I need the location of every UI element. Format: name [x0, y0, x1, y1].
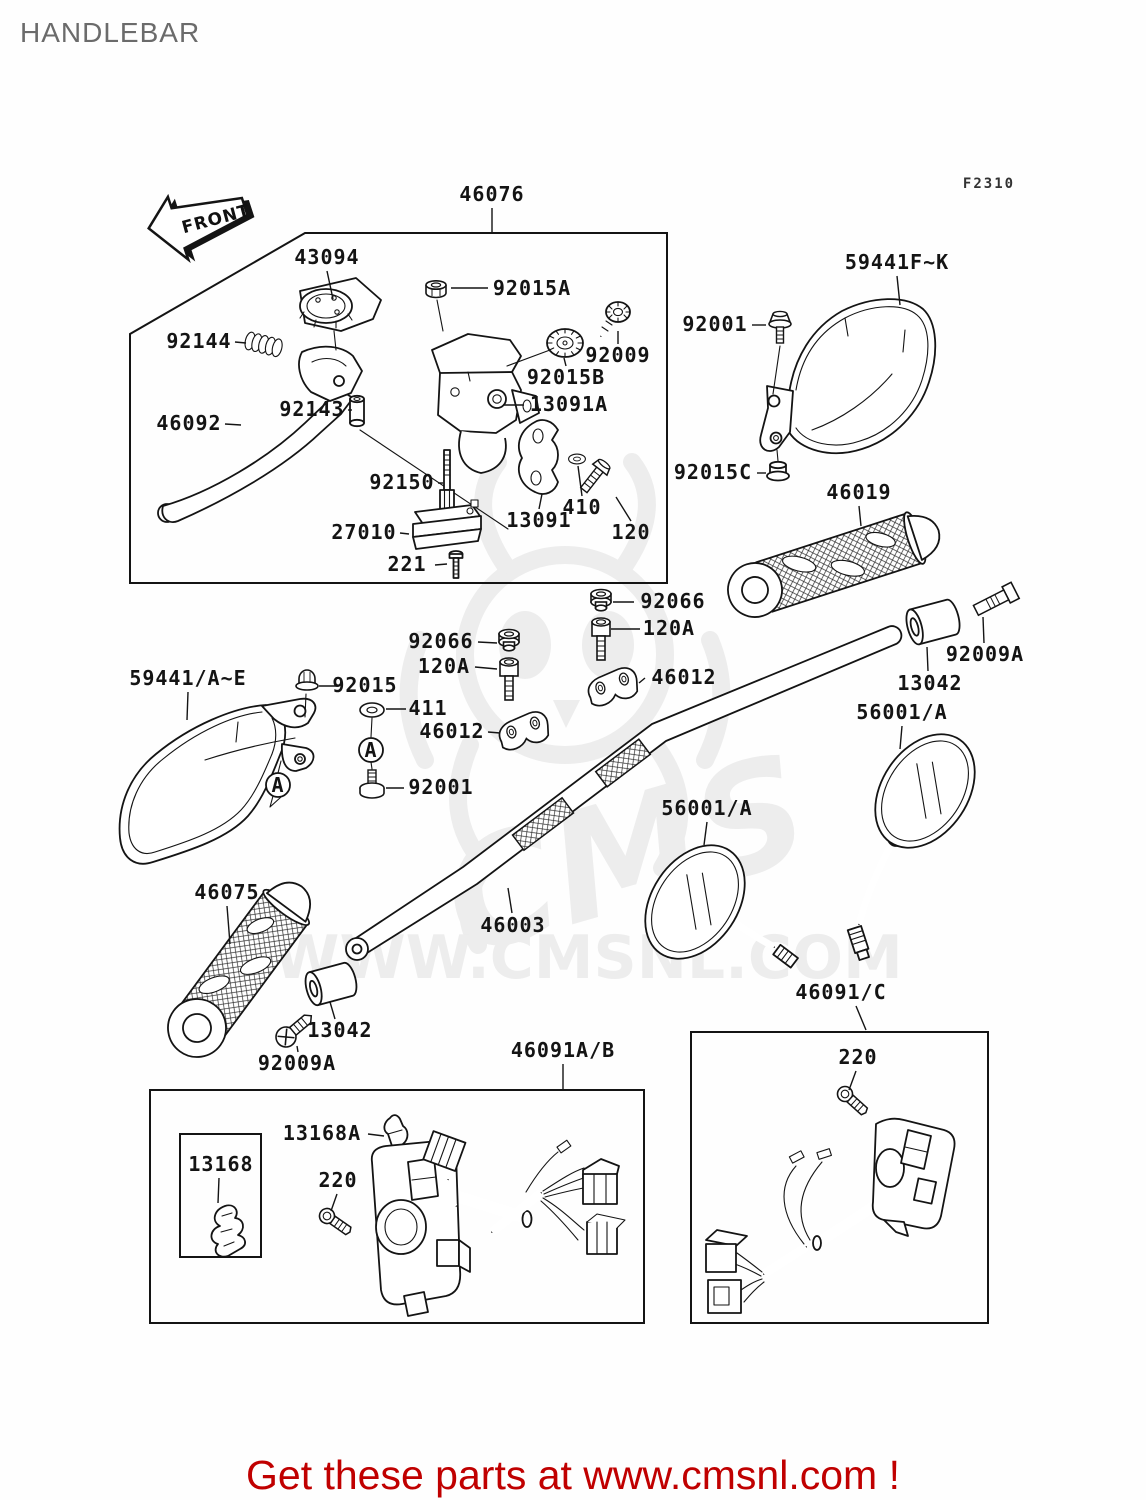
callout-circle-A-mid: A	[358, 737, 384, 763]
left-handguard-drawing	[118, 697, 317, 865]
callout-46019[interactable]: 46019	[826, 480, 891, 504]
part-callouts: 46076 43094 92015A 92009 92015B 13091A 9…	[129, 182, 1024, 1192]
callout-27010[interactable]: 27010	[331, 520, 396, 544]
right-switch-housing-drawing	[705, 1117, 956, 1314]
master-cylinder-drawing	[359, 333, 540, 530]
callout-13168A[interactable]: 13168A	[283, 1121, 361, 1145]
barend-weight-left-drawing	[304, 961, 358, 1007]
callout-220-left[interactable]: 220	[318, 1168, 357, 1192]
cmsnl-banner-link[interactable]: Get these parts at www.cmsnl.com !	[246, 1452, 900, 1498]
callout-92001-mid[interactable]: 92001	[408, 775, 473, 799]
clamp-13168-drawing	[210, 1204, 246, 1258]
left-mirror-drawing	[644, 844, 799, 969]
bolt-92001-mid-drawing	[359, 769, 385, 799]
clutch-switch-drawing	[412, 499, 482, 550]
locknut-92015A-drawing	[425, 279, 447, 299]
callout-92015A[interactable]: 92015A	[493, 276, 571, 300]
callout-46076[interactable]: 46076	[459, 182, 524, 206]
callout-59441FK[interactable]: 59441F~K	[845, 250, 949, 274]
washer-410-drawing	[568, 453, 586, 465]
callout-120[interactable]: 120	[611, 520, 650, 544]
callout-46091C[interactable]: 46091/C	[795, 980, 886, 1004]
clutch-lever-assembly-box	[129, 232, 668, 584]
screw-221-drawing	[448, 550, 464, 579]
thumbscrew-drawing	[598, 301, 631, 338]
callout-92009A-right[interactable]: 92009A	[946, 642, 1024, 666]
callout-46092[interactable]: 46092	[156, 411, 221, 435]
lever-holder-drawing	[299, 277, 382, 351]
lever-pivot-screw-drawing	[439, 449, 455, 512]
leader-lines	[186, 208, 985, 1212]
callout-120A-right[interactable]: 120A	[643, 616, 695, 640]
adjuster-disc-drawing	[546, 328, 584, 358]
callout-411[interactable]: 411	[408, 696, 447, 720]
spring-drawing	[244, 331, 283, 358]
pivot-bushing-drawing	[349, 394, 365, 428]
page-title: HANDLEBAR	[20, 17, 200, 48]
callout-92009A-left[interactable]: 92009A	[258, 1051, 336, 1075]
callout-46075[interactable]: 46075	[194, 880, 259, 904]
figure-code: F2310	[963, 176, 1015, 192]
screw-220-left-drawing	[315, 1204, 356, 1240]
callout-56001A-left[interactable]: 56001/A	[661, 796, 752, 820]
callout-46012-left[interactable]: 46012	[419, 719, 484, 743]
right-switch-assembly-box	[690, 1031, 989, 1324]
washer-411-drawing	[359, 702, 385, 718]
callout-92066-left[interactable]: 92066	[408, 629, 473, 653]
left-grip-drawing	[167, 881, 311, 1058]
callout-13042-right[interactable]: 13042	[897, 671, 962, 695]
clutch-lever-drawing	[157, 345, 363, 523]
callout-221[interactable]: 221	[387, 552, 426, 576]
right-mirror-drawing	[846, 733, 976, 961]
screw-220-right-drawing	[833, 1082, 872, 1120]
grommet-92066-right-drawing	[590, 588, 612, 612]
callout-46012-right[interactable]: 46012	[651, 665, 716, 689]
callout-43094[interactable]: 43094	[294, 245, 359, 269]
callout-92144[interactable]: 92144	[166, 329, 231, 353]
right-handguard-drawing	[759, 298, 937, 455]
front-direction-arrow: FRONT	[147, 193, 255, 264]
callout-92066-right[interactable]: 92066	[640, 589, 705, 613]
bolt-120A-left-drawing	[499, 657, 519, 701]
callout-92001-top[interactable]: 92001	[682, 312, 747, 336]
callout-410[interactable]: 410	[562, 495, 601, 519]
right-grip-drawing	[727, 511, 941, 618]
callout-92150[interactable]: 92150	[369, 470, 434, 494]
callout-13091[interactable]: 13091	[506, 508, 571, 532]
holder-clamp-drawing	[518, 419, 559, 495]
guard-nut-92015C-drawing	[766, 460, 790, 482]
guard-bolt-92001-drawing	[768, 310, 792, 344]
bolt-92009A-right-drawing	[971, 581, 1021, 620]
svg-text:A: A	[271, 773, 284, 797]
callout-92143[interactable]: 92143	[279, 397, 344, 421]
callout-92015[interactable]: 92015	[332, 673, 397, 697]
callout-220-right[interactable]: 220	[838, 1045, 877, 1069]
handlebar-drawing	[345, 625, 903, 961]
capnut-92015-drawing	[295, 669, 319, 691]
callout-92009[interactable]: 92009	[585, 343, 650, 367]
left-switch-housing-drawing	[370, 1130, 626, 1317]
callout-59441AE[interactable]: 59441/A~E	[129, 666, 246, 690]
callout-13168[interactable]: 13168	[188, 1152, 253, 1176]
callout-13042-left[interactable]: 13042	[307, 1018, 372, 1042]
callout-46003[interactable]: 46003	[480, 913, 545, 937]
callout-13091A[interactable]: 13091A	[530, 392, 608, 416]
left-switch-assembly-box	[149, 1089, 645, 1324]
callout-46091AB[interactable]: 46091A/B	[511, 1038, 615, 1062]
callout-56001A-right[interactable]: 56001/A	[856, 700, 947, 724]
callout-92015C[interactable]: 92015C	[674, 460, 752, 484]
callout-circle-A-guard: A	[265, 760, 291, 808]
svg-text:A: A	[364, 738, 377, 762]
callout-120A-left[interactable]: 120A	[418, 654, 470, 678]
barend-weight-right-drawing	[905, 598, 961, 646]
callout-92015B[interactable]: 92015B	[527, 365, 605, 389]
